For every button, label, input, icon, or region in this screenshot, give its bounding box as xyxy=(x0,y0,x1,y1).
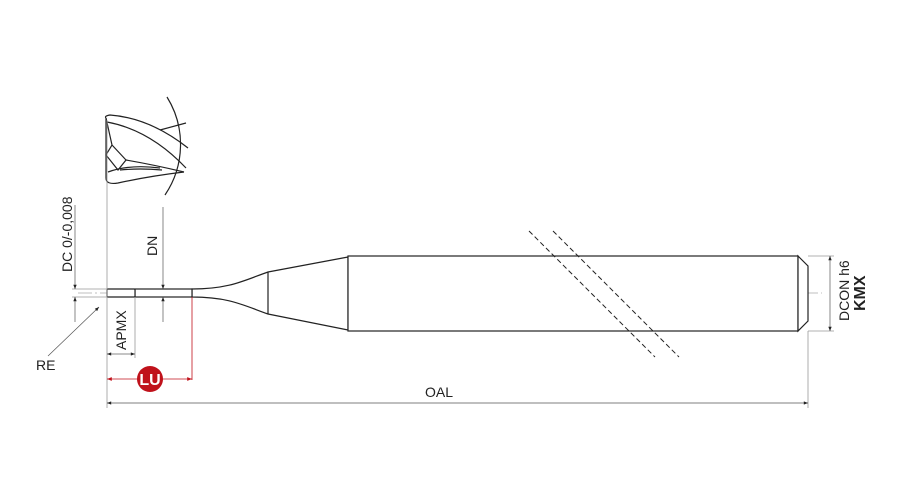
lu-label: LU xyxy=(139,372,160,389)
dn-label: DN xyxy=(144,236,160,256)
tip-detail-view xyxy=(104,96,189,196)
dim-lu: LU xyxy=(107,297,193,392)
dim-dn: DN xyxy=(144,207,165,322)
dcon-label: DCON h6 xyxy=(836,260,852,321)
lu-badge xyxy=(137,366,163,392)
dim-dc: DC 0/-0,008 xyxy=(59,196,77,322)
apmx-label: APMX xyxy=(113,310,129,350)
dim-re: RE xyxy=(36,306,100,373)
dc-label: DC 0/-0,008 xyxy=(59,196,75,272)
dim-apmx: APMX xyxy=(107,310,135,356)
tool-body xyxy=(106,254,809,333)
break-lines xyxy=(528,230,680,358)
dim-oal: OAL xyxy=(107,384,809,405)
oal-label: OAL xyxy=(425,384,453,400)
dim-dcon: DCON h6 KMX xyxy=(828,256,869,331)
re-label: RE xyxy=(36,357,55,373)
kmx-label: KMX xyxy=(852,275,869,311)
